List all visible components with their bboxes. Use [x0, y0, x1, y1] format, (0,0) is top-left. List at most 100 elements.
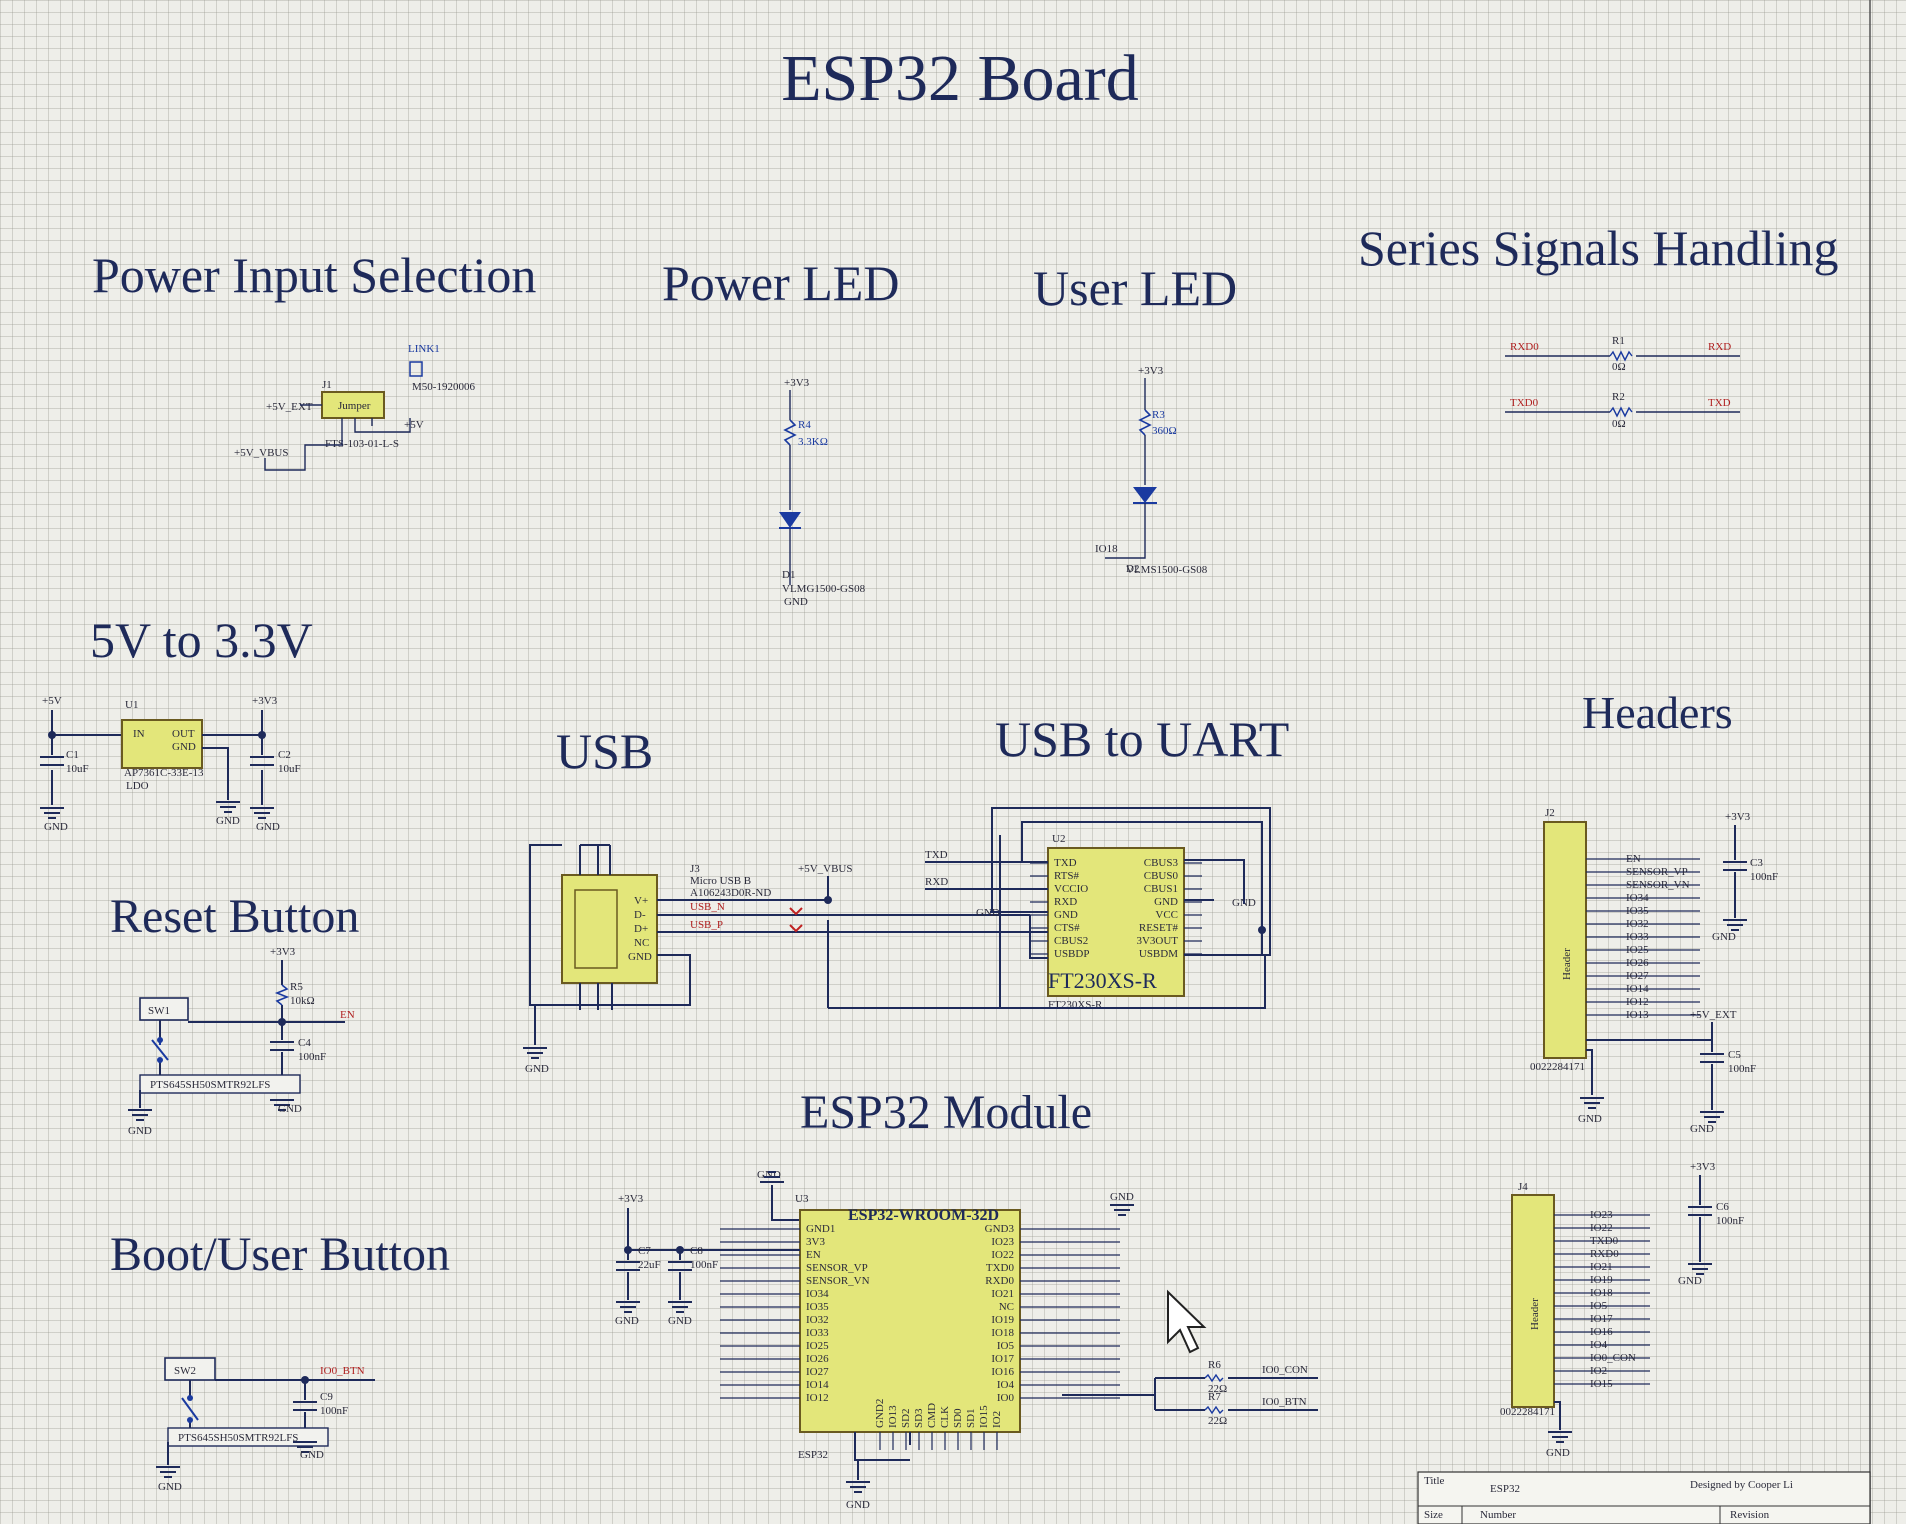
header-net-3v3-1: +3V3: [1725, 811, 1751, 823]
link-part: M50-1920006: [412, 381, 475, 393]
reset-sw-ref: SW1: [148, 1005, 170, 1017]
uart-chip[interactable]: [1047, 847, 1185, 997]
jumper-part: FTS-103-01-L-S: [325, 438, 399, 450]
jumper-wires: [264, 404, 411, 471]
usb-connector-inner: [574, 889, 618, 969]
reset-net: +3V3: [270, 946, 296, 958]
ldo-c1-val: 10uF: [66, 763, 89, 775]
header-gnd-4: GND: [1678, 1275, 1702, 1287]
usb-connector[interactable]: [561, 874, 658, 984]
reset-resistor[interactable]: [274, 984, 290, 1006]
header-j2-nets: ENSENSOR_VPSENSOR_VNIO34IO35IO32IO33IO25…: [1586, 853, 1700, 1021]
net-5v-ext: +5V_EXT: [266, 401, 313, 413]
esp32-module-circuit[interactable]: GND U3 ESP32-WROOM-32D GND13V3ENSENSOR_V…: [615, 1169, 1318, 1511]
power-led-circuit[interactable]: +3V3 R4 3.3KΩ D1 VLMG1500-GS08 GND: [779, 377, 866, 608]
module-left-pin: IO14: [806, 1379, 829, 1391]
ldo-circuit[interactable]: +5V +3V3 C1 10uF GND U1 IN OUT GND AP736…: [40, 695, 301, 833]
power-led-r-ref: R4: [798, 419, 811, 431]
module-left-pin: EN: [806, 1249, 821, 1261]
link-jumper[interactable]: [409, 361, 423, 377]
series-r1-val: 0Ω: [1612, 361, 1626, 373]
tb-revision: Revision: [1730, 1509, 1770, 1521]
ldo-chip[interactable]: [121, 719, 203, 769]
uart-usb-return: [827, 920, 1265, 1009]
module-ref: U3: [795, 1193, 809, 1205]
boot-circuit[interactable]: SW2 IO0_BTN C9 100nF PTS645SH50SMTR92LFS…: [156, 1357, 375, 1493]
usb-ref: J3: [690, 863, 700, 875]
boot-switch[interactable]: [181, 1397, 199, 1421]
uart-right-pin: GND: [1154, 896, 1178, 908]
module-gnd-wire-top: [771, 1185, 800, 1221]
ldo-in-net: +5V: [42, 695, 62, 707]
uart-left-pin: TXD: [1054, 857, 1077, 869]
power-input-circuit[interactable]: LINK1 M50-1920006 Jumper J1 FTS-103-01-L…: [234, 343, 475, 471]
usb-pin-0: V+: [634, 895, 648, 907]
ldo-gnd-symbol-3: [250, 807, 274, 819]
module-c8-ref: C8: [690, 1245, 703, 1257]
usb-diff-marker: [789, 907, 803, 933]
series-r2-val: 0Ω: [1612, 418, 1626, 430]
headers-circuit[interactable]: J2 Header 0022284171 ENSENSOR_VPSENSOR_V…: [1500, 807, 1778, 1459]
usb-pin-3: NC: [634, 937, 649, 949]
jumper-ref: J1: [322, 379, 332, 391]
module-r7-ref: R7: [1208, 1391, 1221, 1403]
boot-gnd-symbol-1: [156, 1466, 180, 1478]
header-gnd-2: GND: [1690, 1123, 1714, 1135]
series-signals-circuit[interactable]: RXD0 R1 0Ω RXD TXD0 R2 0Ω TXD: [1505, 335, 1740, 430]
header-j4-net: IO22: [1590, 1222, 1613, 1234]
header-j4-net: IO17: [1590, 1313, 1613, 1325]
header-j4-net: IO16: [1590, 1326, 1613, 1338]
uart-right-pin: USBDM: [1139, 948, 1178, 960]
section-title-reset: Reset Button: [110, 890, 359, 943]
usb-circuit[interactable]: V+ D- D+ NC GND GND J3 Micro USB B A1062…: [523, 844, 1030, 1075]
ldo-kind: LDO: [126, 780, 149, 792]
uart-left-pin: RXD: [1054, 896, 1077, 908]
series-r2[interactable]: [1609, 406, 1633, 418]
series-net-txd0: TXD0: [1510, 397, 1539, 409]
module-right-pin: IO19: [991, 1314, 1014, 1326]
module-gnd-symbol-c8: [668, 1301, 692, 1313]
tb-size: Size: [1424, 1509, 1443, 1521]
esp32-module-chip[interactable]: [799, 1209, 1021, 1433]
ldo-c2-val: 10uF: [278, 763, 301, 775]
module-r6[interactable]: [1204, 1373, 1224, 1383]
reset-c-ref: C4: [298, 1037, 311, 1049]
ldo-c2-ref: C2: [278, 749, 291, 761]
module-gnd-symbol-right: [1110, 1204, 1134, 1216]
user-led-resistor[interactable]: [1138, 409, 1152, 436]
user-led-circuit[interactable]: +3V3 R3 360Ω IO18 D2 VLMS1500-GS08: [1095, 365, 1208, 576]
header-gnd-symbol-1: [1723, 919, 1747, 931]
module-left-pin: IO34: [806, 1288, 829, 1300]
boot-gnd-2: GND: [300, 1449, 324, 1461]
power-led-diode[interactable]: [779, 512, 801, 528]
module-io0-con: IO0_CON: [1262, 1364, 1308, 1376]
usb-vbus-junction: [824, 896, 832, 904]
user-led-diode[interactable]: [1133, 487, 1157, 503]
header-gnd-symbol-3: [1580, 1097, 1604, 1109]
power-led-resistor[interactable]: [783, 419, 797, 446]
header-j4[interactable]: [1511, 1194, 1555, 1408]
header-j2[interactable]: [1543, 821, 1587, 1059]
module-bottom-pin: SD2: [900, 1408, 912, 1428]
reset-en: EN: [340, 1009, 355, 1021]
main-title: ESP32 Board: [781, 42, 1139, 115]
tb-title-label: Title: [1424, 1475, 1445, 1487]
header-j2-label: Header: [1561, 948, 1573, 980]
uart-right-pin: RESET#: [1139, 922, 1179, 934]
usb-net-dp: USB_P: [690, 919, 723, 931]
boot-switch-contact-1: [187, 1395, 193, 1401]
reset-circuit[interactable]: +3V3 R5 10kΩ SW1 EN C4 100nF PTS645SH50S…: [128, 946, 355, 1137]
jumper-body[interactable]: [321, 391, 385, 419]
user-led-d-part: VLMS1500-GS08: [1126, 564, 1208, 576]
header-gnd-5: GND: [1546, 1447, 1570, 1459]
module-right-pin: GND3: [985, 1223, 1015, 1235]
user-led-r-val: 360Ω: [1152, 425, 1177, 437]
module-decouple-wires: [627, 1208, 800, 1300]
series-r1[interactable]: [1609, 350, 1633, 362]
uart-right-pin: 3V3OUT: [1136, 935, 1178, 947]
module-r7[interactable]: [1204, 1405, 1224, 1415]
net-5v-vbus: +5V_VBUS: [234, 447, 289, 459]
